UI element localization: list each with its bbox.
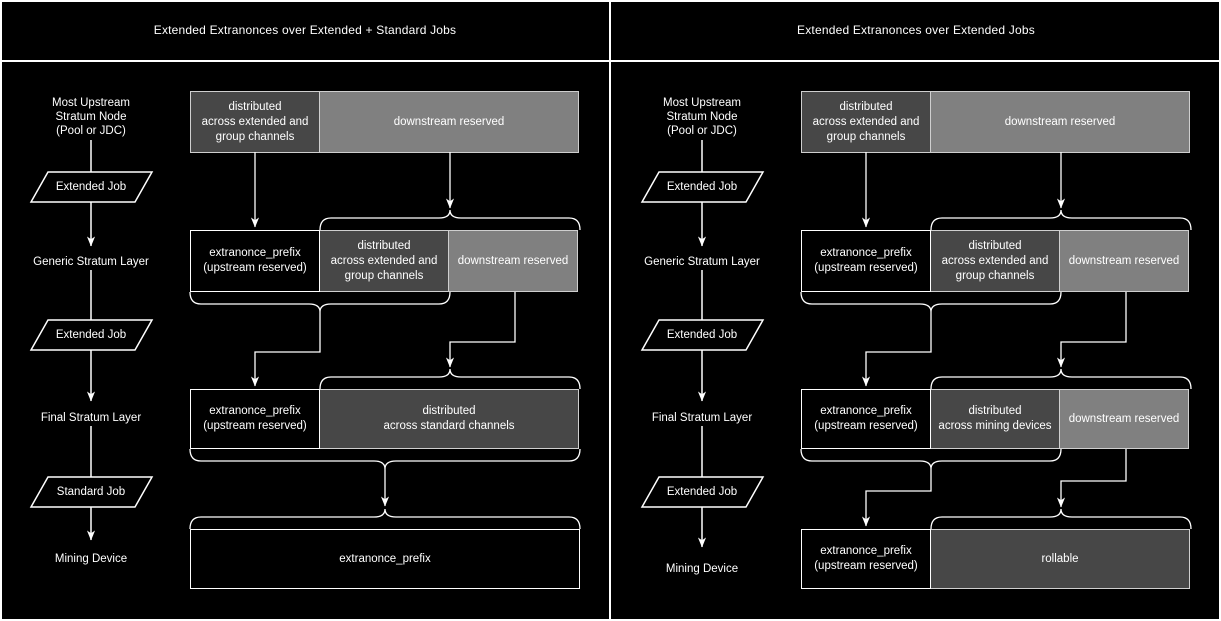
panel-title: Extended Extranonces over Extended Jobs [797, 23, 1035, 37]
bar-section-extranonce-prefix: extranonce_prefix (upstream reserved) [801, 389, 931, 449]
brace-below-bar3 [189, 448, 581, 470]
bar-section-extranonce-prefix: extranonce_prefix (upstream reserved) [190, 230, 320, 292]
bar-section-distributed-extended-group: distributed across extended and group ch… [930, 230, 1060, 292]
brace-below-bar3 [800, 448, 1062, 470]
bar-section-downstream-reserved: downstream reserved [448, 230, 578, 292]
brace-above-bar2 [319, 209, 581, 231]
generic-stratum-layer-label: Generic Stratum Layer [644, 256, 760, 268]
extranonce-bar-mining-device: extranonce_prefix [190, 529, 580, 589]
bar-section-extranonce-prefix: extranonce_prefix (upstream reserved) [801, 529, 931, 589]
job-label-1: Extended Job [55, 181, 127, 193]
brace-above-bar4 [930, 508, 1192, 530]
brace-above-bar3 [319, 368, 581, 390]
brace-above-bar2 [930, 209, 1192, 231]
stratum-node-label: Most Upstream Stratum Node (Pool or JDC) [663, 97, 741, 137]
wires-layer [29, 140, 581, 541]
job-label-3: Extended Job [666, 486, 738, 498]
flow-arrow-bar3-to-bar4 [861, 469, 932, 527]
bar-section-downstream-reserved: downstream reserved [1059, 389, 1189, 449]
bar-section-downstream-reserved: downstream reserved [319, 91, 579, 153]
bar-section-extranonce-prefix: extranonce_prefix (upstream reserved) [801, 230, 931, 292]
bar-section-downstream-reserved: downstream reserved [930, 91, 1190, 153]
bar-section-distributed-mining-devices: distributed across mining devices [930, 389, 1060, 449]
job-parallelogram-1 [640, 171, 765, 203]
mining-device-label: Mining Device [665, 563, 739, 575]
mining-device-label: Mining Device [54, 553, 128, 565]
bar-section-distributed-extended-group: distributed across extended and group ch… [319, 230, 449, 292]
extranonce-bar-generic-stratum-layer: extranonce_prefix (upstream reserved) di… [190, 230, 580, 292]
bar-section-rollable: rollable [930, 529, 1190, 589]
panel-title: Extended Extranonces over Extended + Sta… [153, 23, 457, 37]
extranonce-bar-final-stratum-layer: extranonce_prefix (upstream reserved) di… [801, 389, 1191, 449]
brace-below-bar2 [189, 291, 451, 313]
final-stratum-layer-label: Final Stratum Layer [651, 412, 753, 424]
stratum-node-label: Most Upstream Stratum Node (Pool or JDC) [52, 97, 130, 137]
job-label-1: Extended Job [666, 181, 738, 193]
job-parallelogram-2 [640, 319, 765, 351]
brace-above-bar4 [189, 508, 581, 530]
panel-extended-jobs: Extended Extranonces over Extended Jobs … [611, 0, 1221, 621]
final-stratum-layer-label: Final Stratum Layer [40, 412, 142, 424]
job-parallelogram-3 [29, 476, 154, 508]
wires-layer [640, 140, 1192, 548]
job-label-3: Standard Job [56, 486, 126, 498]
panel-divider-line [609, 0, 611, 621]
flow-arrow-reserved-to-brace [445, 292, 516, 368]
bar-section-downstream-reserved: downstream reserved [1059, 230, 1189, 292]
extranonce-bar-generic-stratum-layer: extranonce_prefix (upstream reserved) di… [801, 230, 1191, 292]
brace-above-bar3 [930, 368, 1192, 390]
flow-arrow-reserved-to-brace [1056, 292, 1127, 368]
extranonce-bar-upstream-node: distributed across extended and group ch… [190, 91, 580, 153]
extranonce-bar-upstream-node: distributed across extended and group ch… [801, 91, 1191, 153]
job-label-2: Extended Job [55, 329, 127, 341]
brace-below-bar2 [800, 291, 1062, 313]
job-parallelogram-3 [640, 476, 765, 508]
flow-arrow-bar2-to-bar3 [861, 312, 932, 387]
extranonce-bar-final-stratum-layer: extranonce_prefix (upstream reserved) di… [190, 389, 580, 449]
flow-arrow-bar2-to-bar3 [250, 312, 321, 387]
extranonce-bar-mining-device: extranonce_prefix (upstream reserved) ro… [801, 529, 1191, 589]
job-parallelogram-2 [29, 319, 154, 351]
bar-section-extranonce-prefix: extranonce_prefix [190, 529, 580, 589]
generic-stratum-layer-label: Generic Stratum Layer [33, 256, 149, 268]
panel-extended-plus-standard-jobs: Extended Extranonces over Extended + Sta… [0, 0, 610, 621]
flow-arrow-reserved-to-rollable [1056, 449, 1127, 508]
bar-section-distributed-extended-group: distributed across extended and group ch… [190, 91, 320, 153]
bar-section-distributed-standard-channels: distributed across standard channels [319, 389, 579, 449]
job-parallelogram-1 [29, 171, 154, 203]
bar-section-extranonce-prefix: extranonce_prefix (upstream reserved) [190, 389, 320, 449]
job-label-2: Extended Job [666, 329, 738, 341]
bar-section-distributed-extended-group: distributed across extended and group ch… [801, 91, 931, 153]
